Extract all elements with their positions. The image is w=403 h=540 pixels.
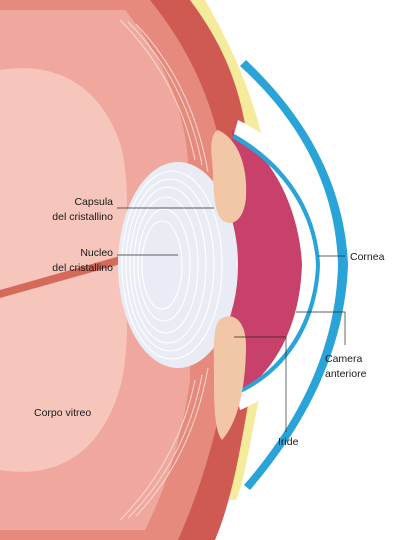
anterior-chamber: [232, 130, 302, 400]
cornea-edge-inner: [232, 134, 320, 395]
zonular-fibers: [119, 19, 209, 521]
leader-camera: [296, 311, 346, 345]
label-capsula-line1: Capsula: [74, 196, 113, 208]
leader-iride: [234, 336, 287, 432]
label-camera-line1: Camera: [325, 353, 363, 365]
label-camera-line2: anteriore: [325, 368, 367, 380]
lens-body: [118, 162, 238, 368]
iris-upper: [211, 130, 247, 224]
cornea-edge-outer: [240, 60, 348, 490]
label-iride: Iride: [278, 436, 299, 448]
vitreous-inner: [0, 68, 127, 472]
iris-lower: [213, 316, 246, 440]
lens: [118, 162, 238, 368]
label-nucleo-line1: Nucleo: [80, 247, 113, 259]
label-capsula-line2: del cristallino: [52, 211, 113, 223]
label-cornea: Cornea: [350, 251, 385, 263]
lens-rings: [121, 170, 223, 360]
cornea: [234, 120, 334, 410]
label-nucleo-line2: del cristallino: [52, 262, 113, 274]
hyaloid-canal: [0, 256, 128, 298]
label-corpo-vitreo: Corpo vitreo: [34, 407, 91, 419]
